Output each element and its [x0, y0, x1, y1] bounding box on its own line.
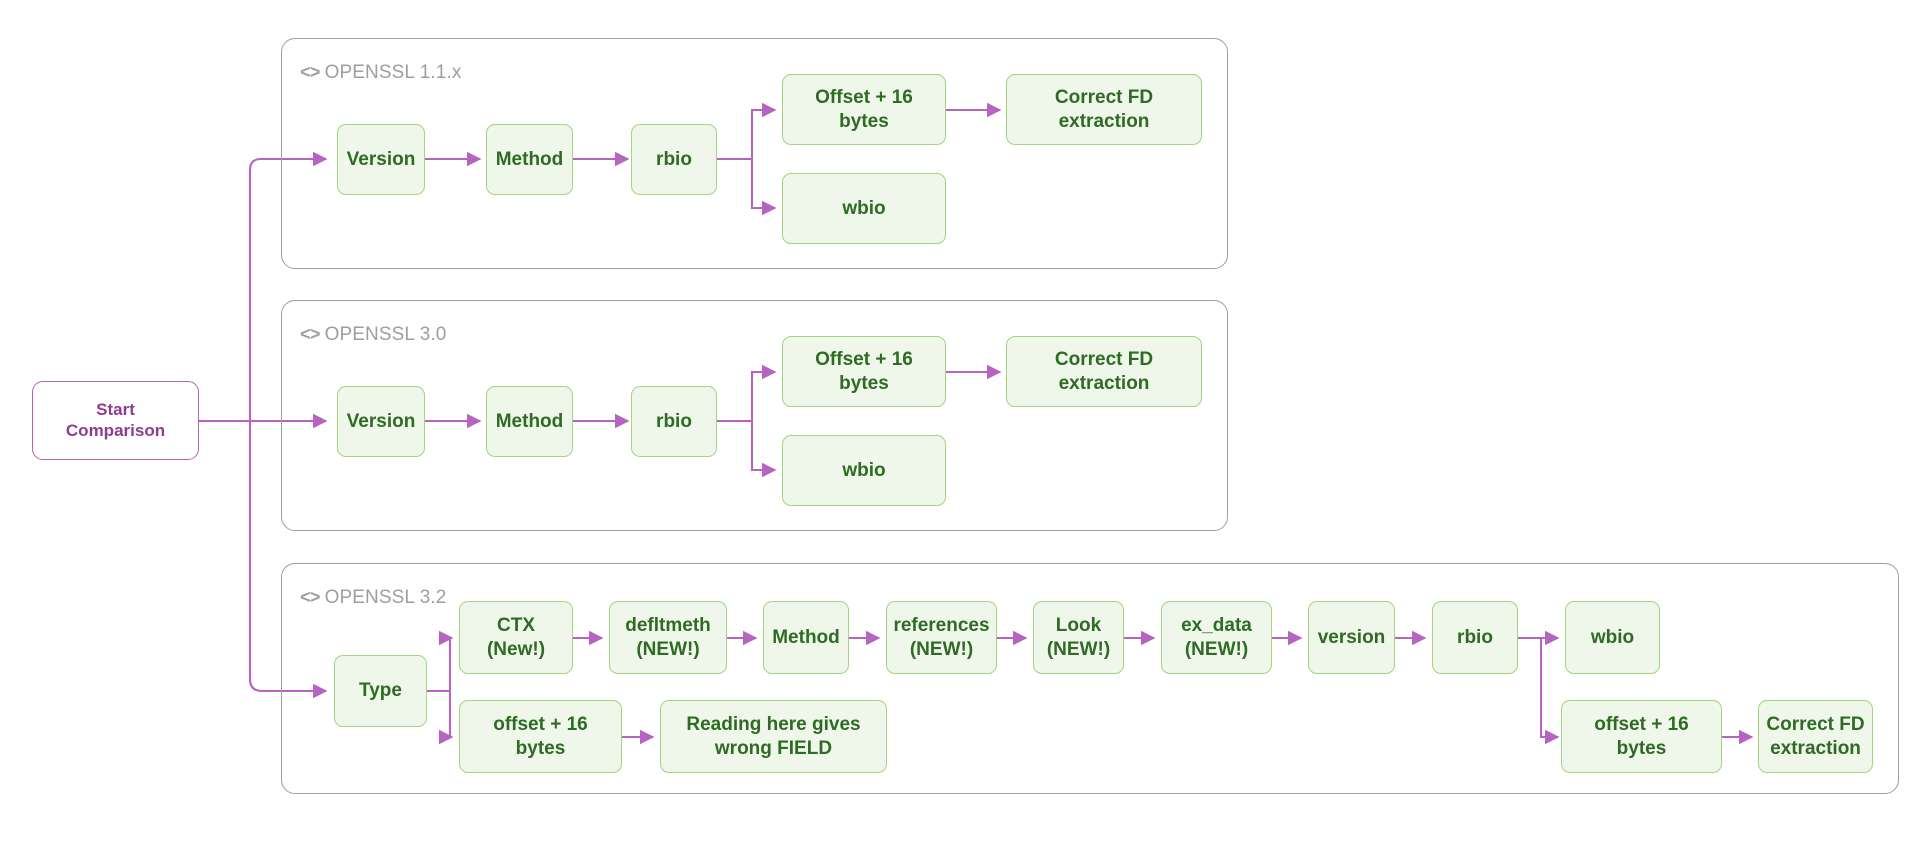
- node-g1-version-label: Version: [346, 148, 416, 170]
- node-g3-references[interactable]: references (NEW!): [886, 601, 997, 674]
- node-g3-exdata[interactable]: ex_data (NEW!): [1161, 601, 1272, 674]
- node-g2-version-label: Version: [346, 410, 416, 432]
- group-openssl-11x: [281, 38, 1228, 269]
- node-g1-rbio[interactable]: rbio: [631, 124, 717, 195]
- node-g3-wrong-field[interactable]: Reading here gives wrong FIELD: [660, 700, 887, 773]
- node-g1-wbio[interactable]: wbio: [782, 173, 946, 244]
- node-g3-exdata-label: ex_data (NEW!): [1181, 614, 1252, 660]
- node-g2-offset-label: Offset + 16 bytes: [815, 349, 913, 394]
- node-g3-correct-fd-line1: Correct FD: [1766, 714, 1865, 736]
- node-g1-correct-fd-label: Correct FD extraction: [1054, 87, 1154, 132]
- group-openssl-30: [281, 300, 1228, 531]
- node-g3-exdata-line1: ex_data: [1181, 615, 1252, 637]
- node-g3-wbio-label: wbio: [1590, 626, 1635, 648]
- node-g2-correct-fd-label: Correct FD extraction: [1054, 349, 1154, 394]
- node-g3-correct-fd[interactable]: Correct FD extraction: [1758, 700, 1873, 773]
- node-g3-wbio[interactable]: wbio: [1565, 601, 1660, 674]
- start-label-line1: Start: [96, 399, 135, 419]
- node-g3-type-label: Type: [359, 680, 402, 702]
- code-brackets-icon: <>: [300, 589, 321, 609]
- node-g3-offset-left[interactable]: offset + 16 bytes: [459, 700, 622, 773]
- node-g2-method[interactable]: Method: [486, 386, 573, 457]
- node-g2-version[interactable]: Version: [337, 386, 425, 457]
- node-g2-rbio[interactable]: rbio: [631, 386, 717, 457]
- group-openssl-11x-title-text: OPENSSL 1.1.x: [324, 62, 462, 83]
- node-g2-correct-fd[interactable]: Correct FD extraction: [1006, 336, 1202, 407]
- node-start-comparison[interactable]: Start Comparison: [32, 381, 199, 460]
- node-g1-method-label: Method: [495, 148, 564, 170]
- node-g3-wrong-field-line1: Reading here gives: [686, 714, 861, 736]
- node-g2-wbio[interactable]: wbio: [782, 435, 946, 506]
- node-g2-offset[interactable]: Offset + 16 bytes: [782, 336, 946, 407]
- node-g3-ctx-label: CTX (New!): [486, 615, 546, 660]
- node-g3-references-line2: (NEW!): [909, 638, 974, 660]
- node-g3-defltmeth-label: defltmeth (NEW!): [625, 614, 711, 660]
- node-g3-ctx[interactable]: CTX (New!): [459, 601, 573, 674]
- node-g1-correct-fd[interactable]: Correct FD extraction: [1006, 74, 1202, 145]
- node-g3-references-label: references (NEW!): [893, 614, 989, 660]
- node-g3-exdata-line2: (NEW!): [1184, 638, 1249, 660]
- group-openssl-30-title: <>OPENSSL 3.0: [300, 324, 446, 346]
- node-g1-rbio-label: rbio: [656, 148, 692, 170]
- code-brackets-icon: <>: [300, 64, 321, 84]
- node-g3-look-line2: (NEW!): [1046, 638, 1111, 660]
- group-openssl-30-title-text: OPENSSL 3.0: [324, 324, 447, 345]
- node-g3-correct-fd-line2: extraction: [1770, 737, 1861, 759]
- node-g3-look[interactable]: Look (NEW!): [1033, 601, 1124, 674]
- start-label-line2: Comparison: [65, 420, 166, 440]
- node-g3-method-label: Method: [772, 626, 840, 648]
- node-g3-correct-fd-label: Correct FD extraction: [1766, 713, 1864, 759]
- node-g3-method[interactable]: Method: [763, 601, 849, 674]
- group-openssl-32-title-text: OPENSSL 3.2: [324, 587, 447, 608]
- node-start-comparison-label: Start Comparison: [66, 400, 165, 441]
- node-g1-offset-label: Offset + 16 bytes: [815, 87, 913, 132]
- node-g3-look-line1: Look: [1055, 615, 1102, 637]
- node-g1-offset[interactable]: Offset + 16 bytes: [782, 74, 946, 145]
- node-g3-version[interactable]: version: [1308, 601, 1395, 674]
- group-openssl-11x-title: <>OPENSSL 1.1.x: [300, 62, 461, 84]
- node-g3-wrong-field-line2: wrong FIELD: [714, 737, 833, 759]
- node-g3-type[interactable]: Type: [334, 655, 427, 727]
- node-g3-references-line1: references: [893, 615, 990, 637]
- node-g3-defltmeth-line1: defltmeth: [625, 615, 711, 637]
- node-g1-wbio-label: wbio: [842, 197, 886, 219]
- node-g3-rbio-label: rbio: [1457, 626, 1493, 648]
- node-g2-wbio-label: wbio: [842, 459, 886, 481]
- code-brackets-icon: <>: [300, 326, 321, 346]
- node-g3-version-label: version: [1317, 626, 1386, 648]
- node-g1-version[interactable]: Version: [337, 124, 425, 195]
- node-g3-offset-right[interactable]: offset + 16 bytes: [1561, 700, 1722, 773]
- node-g3-defltmeth[interactable]: defltmeth (NEW!): [609, 601, 727, 674]
- node-g3-look-label: Look (NEW!): [1047, 614, 1110, 660]
- node-g3-wrong-field-label: Reading here gives wrong FIELD: [686, 713, 860, 759]
- node-g2-rbio-label: rbio: [656, 410, 692, 432]
- node-g3-offset-right-label: offset + 16 bytes: [1594, 714, 1689, 759]
- node-g2-method-label: Method: [495, 410, 564, 432]
- node-g1-method[interactable]: Method: [486, 124, 573, 195]
- node-g3-offset-left-label: offset + 16 bytes: [493, 714, 588, 759]
- group-openssl-32-title: <>OPENSSL 3.2: [300, 587, 446, 609]
- group-openssl-32: [281, 563, 1899, 794]
- node-g3-defltmeth-line2: (NEW!): [636, 638, 700, 660]
- node-g3-rbio[interactable]: rbio: [1432, 601, 1518, 674]
